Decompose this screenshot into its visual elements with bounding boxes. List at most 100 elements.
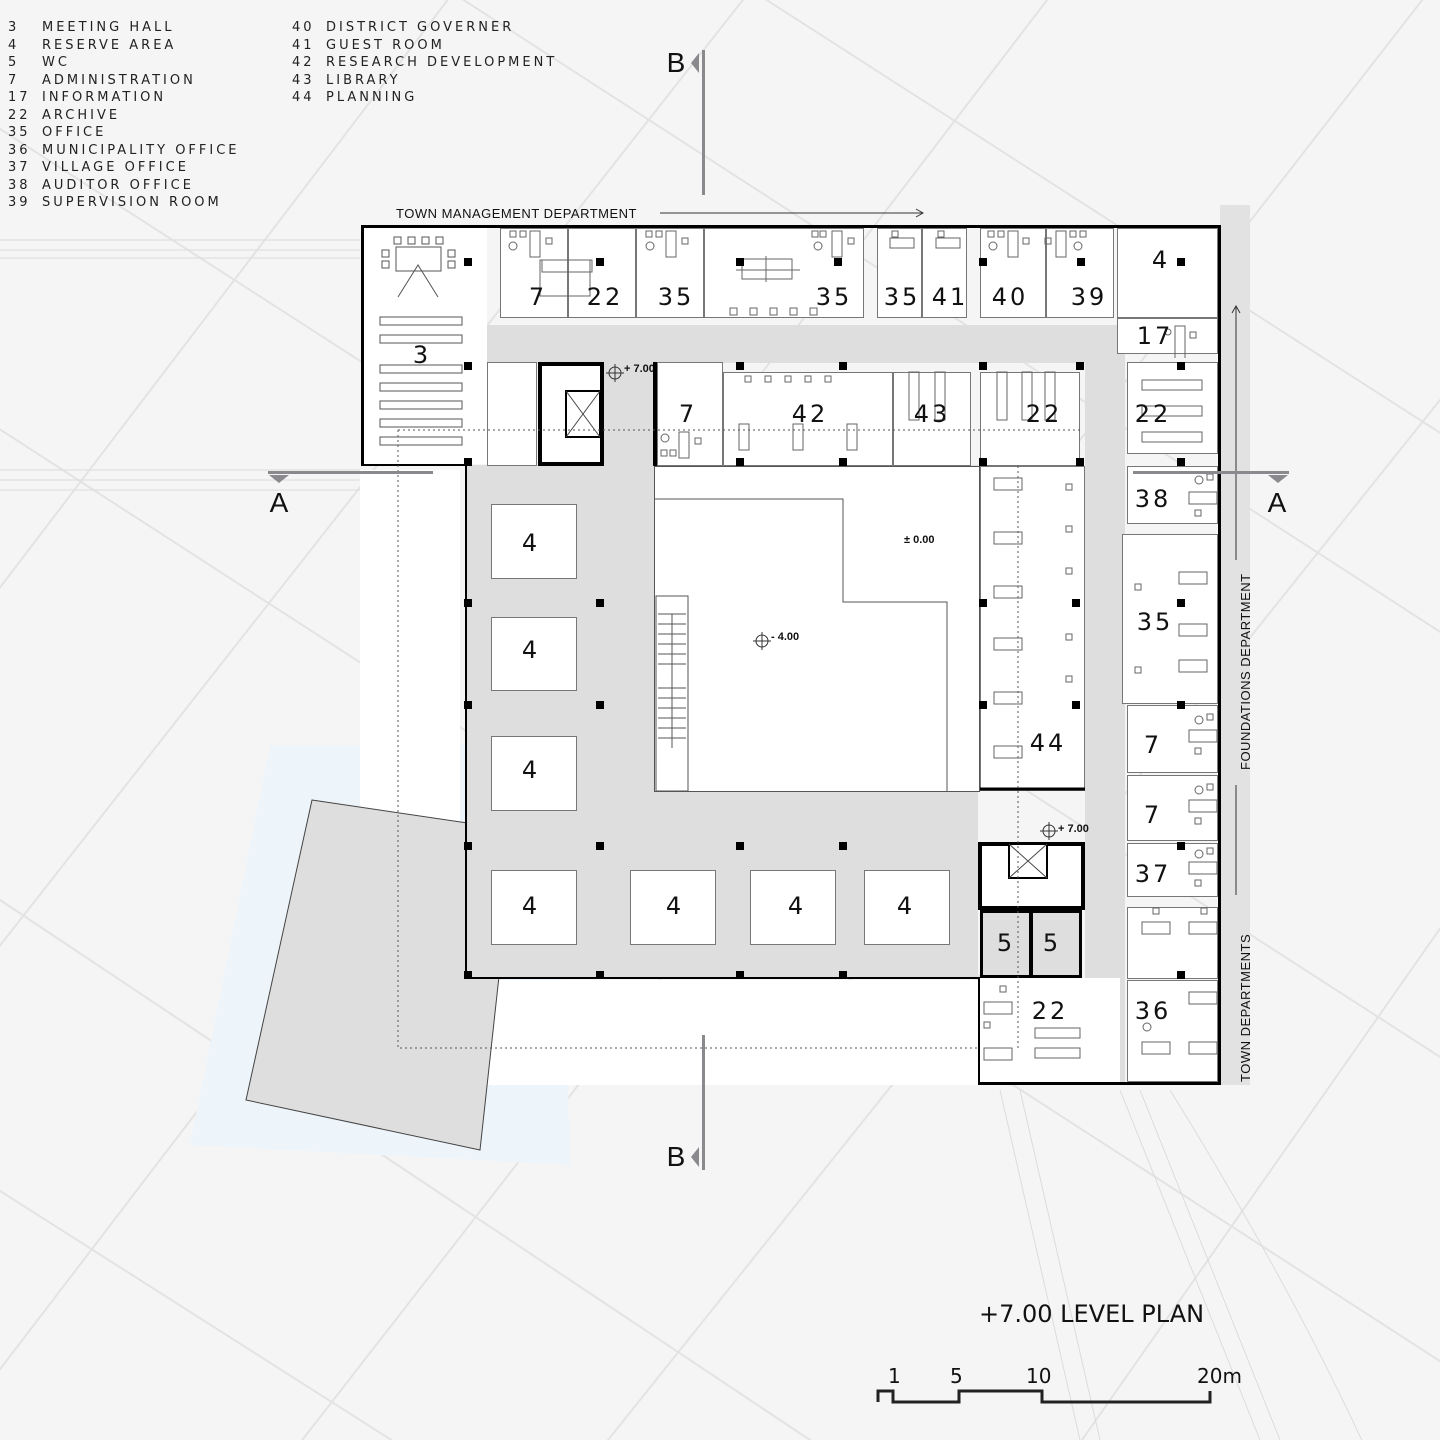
section-arrow-icon [691,1147,699,1167]
scale-bar-graphic [876,1389,1212,1404]
room-meeting-hall[interactable] [364,228,487,464]
room-district-governer[interactable] [980,228,1046,318]
column [596,842,604,850]
planning-furniture [980,477,1085,791]
room-library[interactable] [893,372,971,466]
archive-se-furniture [983,985,1081,1061]
room-reserve-area[interactable] [630,870,716,945]
column [1072,599,1080,607]
column [834,258,842,266]
column [1072,701,1080,709]
room-planning[interactable] [980,466,1085,791]
room-label-4: 4 [521,636,541,664]
column [839,842,847,850]
outer-wall [980,1082,1220,1085]
room-label-36: 36 [1134,997,1172,1025]
column [979,701,987,709]
column [464,258,472,266]
room-administration-east[interactable] [1127,775,1218,841]
room-label-5: 5 [996,929,1016,957]
column [736,971,744,979]
room-label-4: 4 [521,892,541,920]
section-arrow-icon [1268,475,1288,483]
column [736,258,744,266]
room-label-41: 41 [931,283,969,311]
room-reserve-area[interactable] [864,870,950,945]
room-reserve-area[interactable] [491,736,577,811]
room-reserve-area[interactable] [1117,228,1218,318]
room-administration[interactable] [500,228,568,318]
room-archive-se[interactable] [980,978,1120,1082]
room-research-development[interactable] [723,372,893,466]
room-label-7: 7 [528,283,548,311]
room-office-east[interactable] [1122,534,1218,704]
column [596,258,604,266]
level-label-courtyard: - 4.00 [771,631,800,643]
room-label-42: 42 [791,400,829,428]
room-administration-inner[interactable] [657,362,723,466]
corridor-north [487,325,1117,363]
department-arrow-icon [1231,305,1241,895]
room-label-40: 40 [991,283,1029,311]
column [1177,842,1185,850]
column [596,701,604,709]
plan-title: +7.00 LEVEL PLAN [979,1300,1205,1328]
inner-row-furniture [660,371,1056,459]
room-reserve-area[interactable] [750,870,836,945]
courtyard-void [654,466,980,792]
column [1177,458,1185,466]
column [979,362,987,370]
department-arrow-icon [660,208,925,218]
room-municipality-office[interactable] [1127,980,1218,1082]
outer-wall [361,225,364,465]
room-label-35: 35 [1136,608,1174,636]
scale-tick-label: 10 [1026,1364,1052,1388]
section-label-b-bottom: B [666,1141,686,1172]
column [979,599,987,607]
column [979,258,987,266]
column [1076,458,1084,466]
right-column-furniture [1134,379,1218,1055]
room-supervision[interactable] [1046,228,1114,318]
elevator-icon [1008,843,1048,879]
room-information[interactable] [1117,318,1218,354]
scale-tick-label: 5 [950,1364,963,1388]
column [1177,971,1185,979]
room-municipality-office-upper[interactable] [1127,907,1218,979]
column [464,362,472,370]
outer-wall [465,977,980,979]
outer-wall [978,977,981,1085]
room-reserve-area[interactable] [491,870,577,945]
column [464,458,472,466]
room-label-4: 4 [521,756,541,784]
room-archive[interactable] [568,228,636,318]
town-management-department-label: TOWN MANAGEMENT DEPARTMENT [396,206,637,221]
room-office[interactable] [704,228,864,318]
room-reserve-area[interactable] [491,504,577,579]
column [1077,258,1085,266]
room-administration-east[interactable] [1127,705,1218,773]
section-label-a-right: A [1267,487,1287,518]
section-line-a-right [1133,471,1289,474]
column [464,599,472,607]
courtyard-outline [654,498,948,792]
level-label-stair-nw: + 7.00 [624,363,655,375]
room-auditor-office[interactable] [1127,466,1218,524]
level-marker-icon [1040,822,1058,840]
room-reserve-area[interactable] [491,617,577,691]
room-label-38: 38 [1134,485,1172,513]
room-label-22: 22 [1134,400,1172,428]
level-marker-icon [753,632,771,650]
top-row-furniture [508,230,1197,358]
level-label-stair-se: + 7.00 [1058,823,1089,835]
